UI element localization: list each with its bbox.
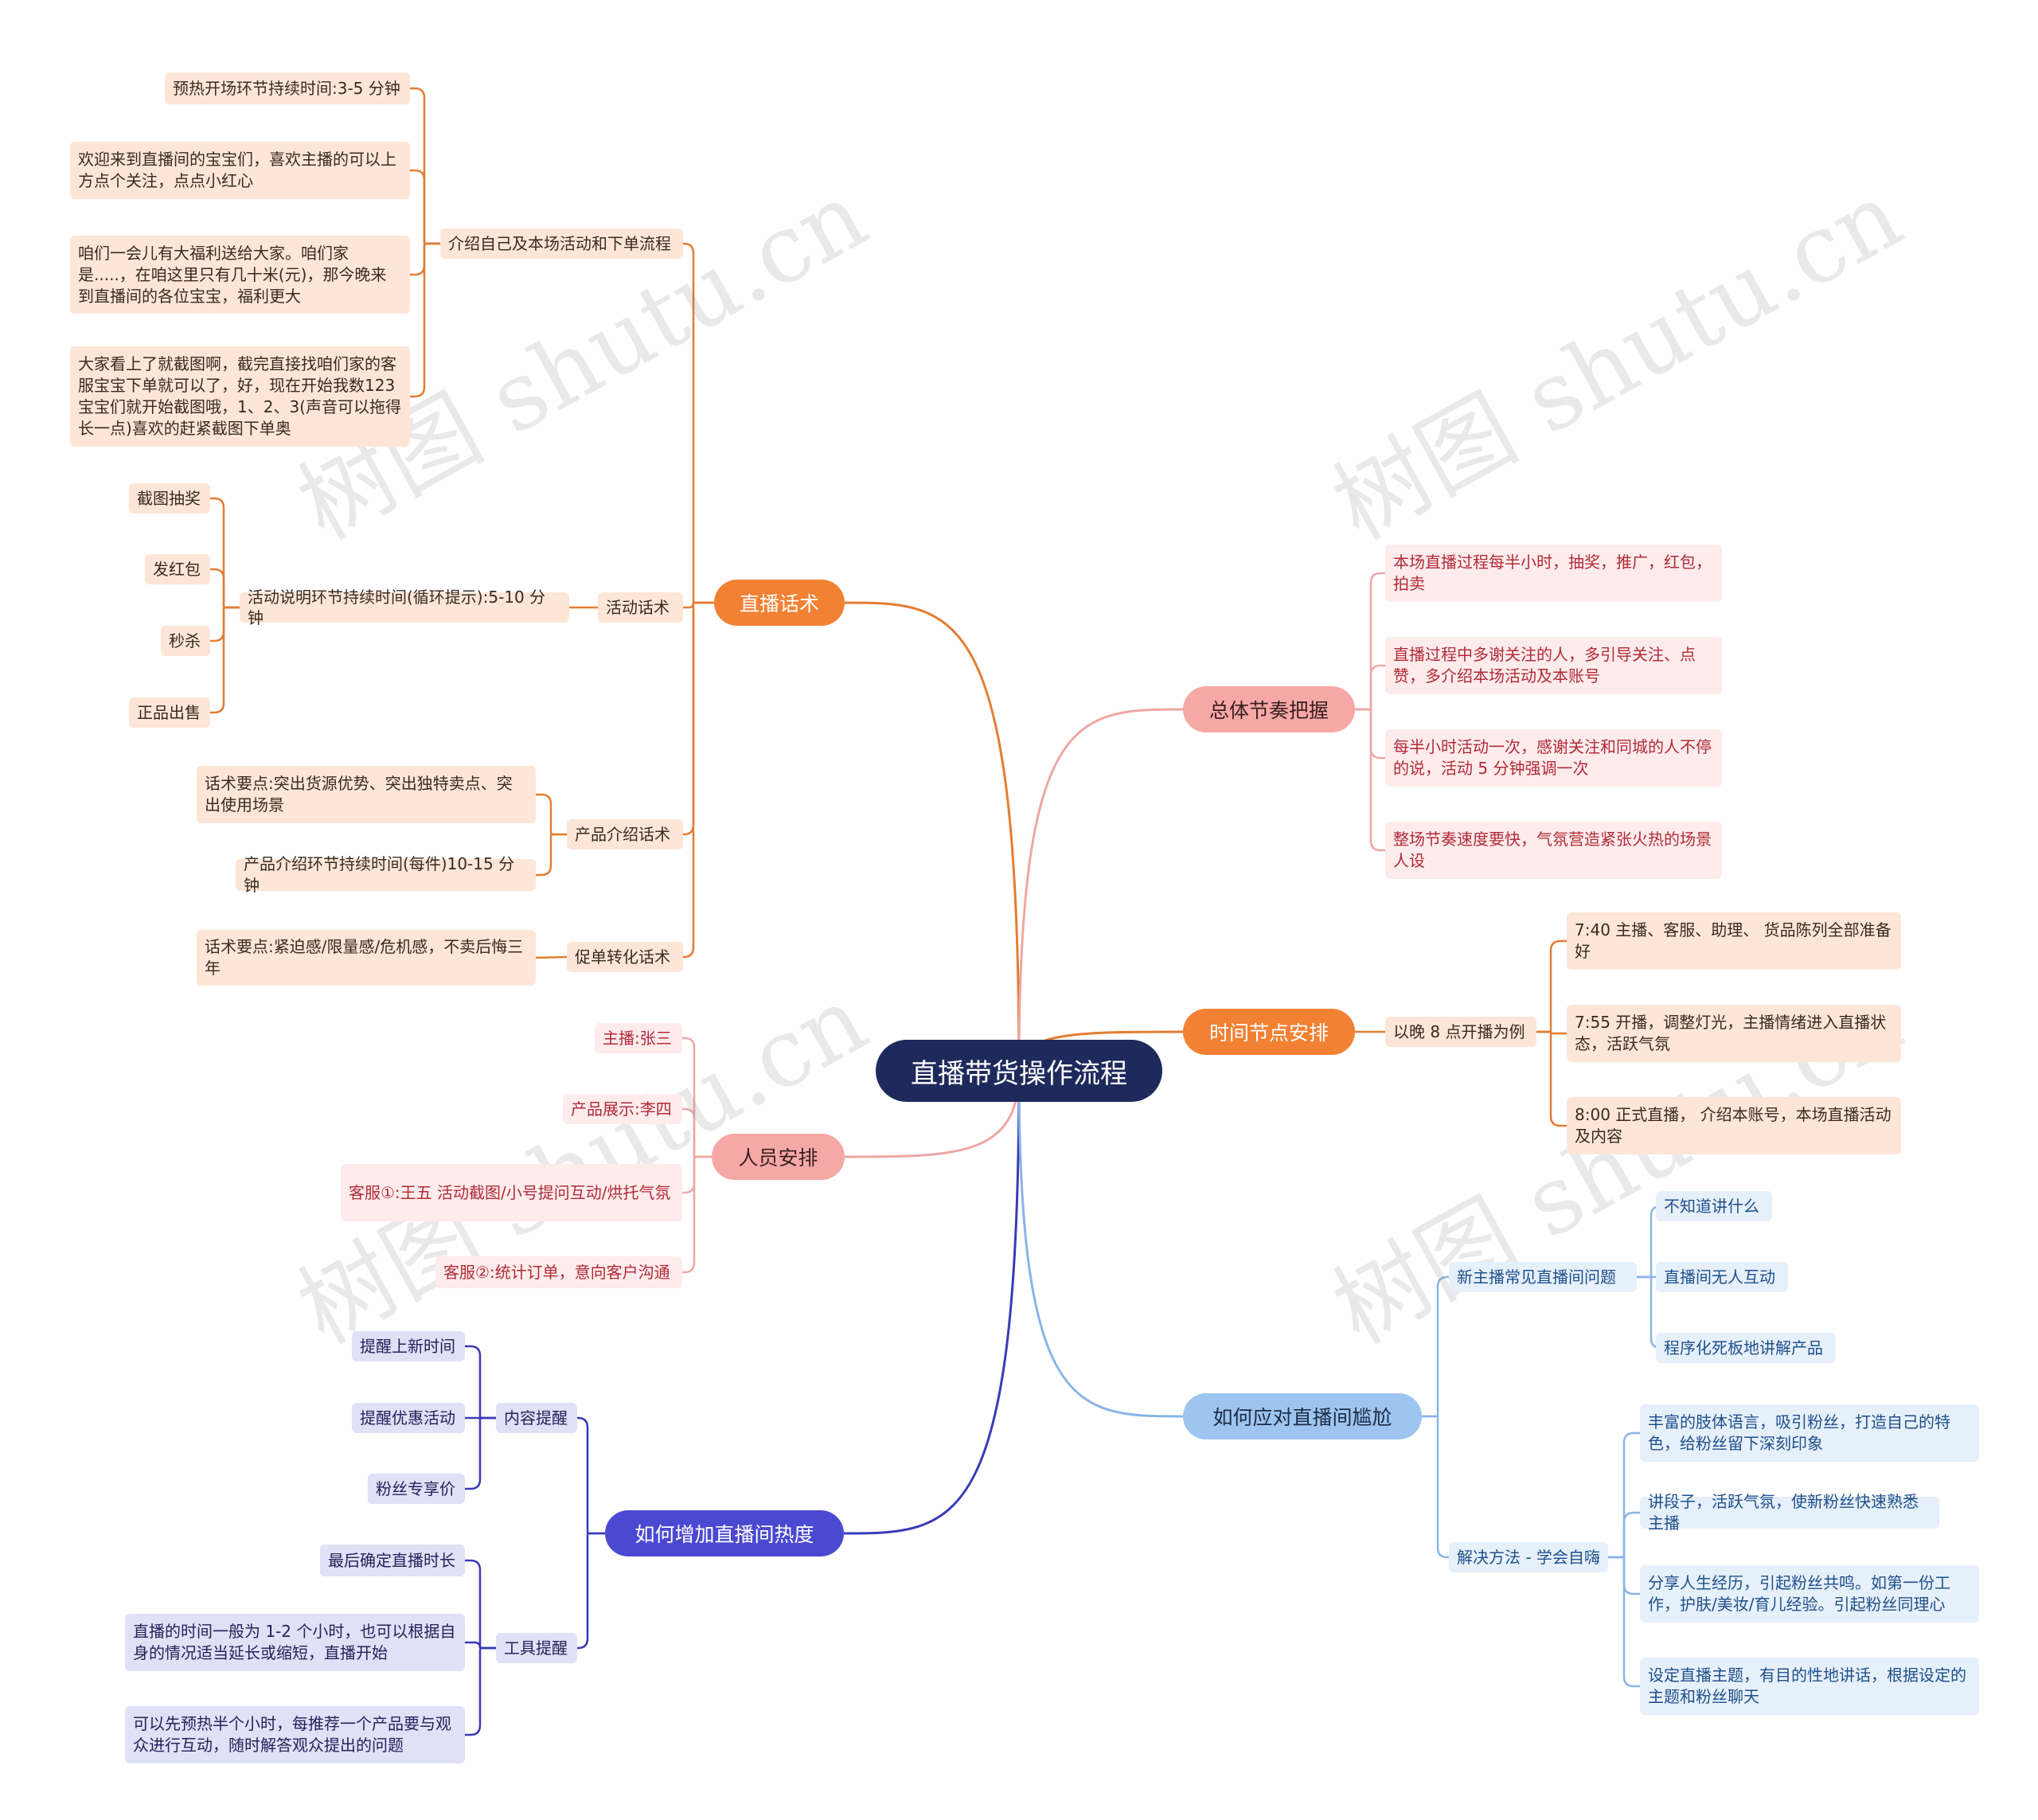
leaf-fast-pace[interactable]: 整场节奏速度要快，气氛营造紧张火热的场景人设 [1385,822,1722,879]
leaf-thank-followers[interactable]: 直播过程中多谢关注的人，多引导关注、点赞，多介绍本场活动及本账号 [1385,637,1722,694]
bracket-connector [1355,708,1385,852]
bracket-connector [1536,1030,1567,1127]
bracket-connector [682,1037,712,1158]
leaf-red-packet[interactable]: 发红包 [145,554,210,584]
branch-overall-rhythm[interactable]: 总体节奏把握 [1183,686,1355,732]
bracket-connector [1608,1511,1640,1559]
bracket-connector [465,1559,496,1650]
leaf-800-official[interactable]: 8:00 正式直播， 介绍本账号，本场直播活动及内容 [1567,1097,1901,1154]
leaf-product-key-points[interactable]: 话术要点:突出货源优势、突出独特卖点、突出使用场景 [197,766,536,823]
leaf-promotion-reminder[interactable]: 提醒优惠活动 [352,1403,465,1433]
bracket-connector [536,833,567,877]
bracket-connector [683,601,714,836]
bracket-connector [410,242,440,398]
leaf-set-theme[interactable]: 设定直播主题，有目的性地讲话，根据设定的主题和粉丝聊天 [1640,1658,1979,1715]
leaf-body-language[interactable]: 丰富的肢体语言，吸引粉丝，打造自己的特色，给粉丝留下深刻印象 [1640,1404,1979,1462]
bracket-connector [465,1416,496,1490]
leaf-customer-service-2[interactable]: 客服②:统计订单，意向客户沟通 [435,1256,682,1288]
bracket-connector [1355,572,1385,711]
bracket-connector [1355,664,1385,711]
topic-tool-reminder[interactable]: 工具提醒 [496,1633,577,1663]
bracket-connector [210,568,240,609]
leaf-welcome-script[interactable]: 欢迎来到直播间的宝宝们，喜欢主播的可以上方点个关注，点点小红心 [70,142,410,199]
bracket-connector [410,169,440,245]
topic-content-reminder[interactable]: 内容提醒 [496,1403,577,1433]
leaf-urgency-script[interactable]: 话术要点:紧迫感/限量感/危机感，不卖后悔三年 [197,930,536,986]
bracket-connector [683,242,714,604]
bracket-connector [536,793,567,836]
leaf-flash-sale[interactable]: 秒杀 [161,626,210,656]
leaf-confirm-duration[interactable]: 最后确定直播时长 [320,1545,465,1576]
topic-activity-duration[interactable]: 活动说明环节持续时间(循环提示):5-10 分钟 [240,588,569,627]
topic-self-introduction[interactable]: 介绍自己及本场活动和下单流程 [440,228,683,259]
topic-product-script[interactable]: 产品介绍话术 [567,819,683,849]
leaf-product-duration[interactable]: 产品介绍环节持续时间(每件)10-15 分钟 [236,854,536,895]
bracket-connector [682,1107,712,1158]
branch-time-schedule[interactable]: 时间节点安排 [1183,1009,1355,1055]
branch-handle-awkwardness[interactable]: 如何应对直播间尴尬 [1183,1393,1422,1439]
leaf-genuine-sale[interactable]: 正品出售 [129,697,210,728]
leaf-warmup-interaction[interactable]: 可以先预热半个小时，每推荐一个产品要与观众进行互动，随时解答观众提出的问题 [125,1706,465,1763]
root-connector [1017,708,1184,1072]
leaf-fan-exclusive-price[interactable]: 粉丝专享价 [368,1474,465,1504]
topic-solutions[interactable]: 解决方法 - 学会自嗨 [1449,1542,1608,1572]
root-connector [1017,1070,1184,1418]
bracket-connector [1608,1556,1640,1688]
leaf-product-display[interactable]: 产品展示:李四 [563,1094,682,1124]
leaf-benefit-script[interactable]: 咱们一会儿有大福利送给大家。咱们家是.....，在咱这里只有几十米(元)，那今晚… [70,236,410,314]
bracket-connector [210,497,240,609]
leaf-live-duration-advice[interactable]: 直播的时间一般为 1-2 个小时，也可以根据自身的情况适当延长或缩短，直播开始 [125,1614,465,1671]
topic-activity-script[interactable]: 活动话术 [598,592,683,623]
bracket-connector [210,606,240,642]
branch-live-script[interactable]: 直播话术 [714,580,845,626]
leaf-half-hour-activities[interactable]: 本场直播过程每半小时，抽奖，推广，红包，拍卖 [1385,545,1722,602]
leaf-rigid-explanation[interactable]: 程序化死板地讲解产品 [1656,1333,1836,1363]
bracket-connector [210,606,240,714]
leaf-740-prepare[interactable]: 7:40 主播、客服、助理、 货品陈列全部准备好 [1567,912,1901,970]
bracket-connector [682,1155,712,1274]
topic-conversion-script[interactable]: 促单转化话术 [567,942,683,972]
leaf-new-arrival-reminder[interactable]: 提醒上新时间 [352,1331,465,1361]
leaf-share-experience[interactable]: 分享人生经历，引起粉丝共鸣。如第一份工作，护肤/美妆/育儿经验。引起粉丝同理心 [1640,1565,1979,1623]
branch-increase-popularity[interactable]: 如何增加直播间热度 [605,1510,844,1556]
topic-8pm-example[interactable]: 以晚 8 点开播为例 [1385,1017,1536,1047]
bracket-connector [577,1532,605,1650]
bracket-connector [465,1646,496,1736]
topic-common-problems[interactable]: 新主播常见直播间问题 [1449,1262,1637,1292]
bracket-connector [1608,1431,1640,1559]
bracket-connector [1422,1275,1449,1418]
leaf-screenshot-lottery[interactable]: 截图抽奖 [129,483,210,514]
leaf-screenshot-order-script[interactable]: 大家看上了就截图啊，截完直接找咱们家的客服宝宝下单就可以了，好，现在开始我数12… [70,346,410,447]
leaf-activity-every-half-hour[interactable]: 每半小时活动一次，感谢关注和同城的人不停的说，活动 5 分钟强调一次 [1385,729,1722,787]
root-connector [844,601,1021,1072]
root-topic[interactable]: 直播带货操作流程 [876,1040,1162,1102]
leaf-755-start[interactable]: 7:55 开播，调整灯光，主播情绪进入直播状态，活跃气氛 [1567,1005,1901,1062]
leaf-tell-jokes[interactable]: 讲段子，活跃气氛，使新粉丝快速熟悉主播 [1640,1492,1939,1533]
leaf-host[interactable]: 主播:张三 [595,1023,682,1053]
leaf-dont-know-what-to-say[interactable]: 不知道讲什么 [1656,1191,1772,1221]
leaf-no-interaction[interactable]: 直播间无人互动 [1656,1262,1788,1292]
leaf-customer-service-1[interactable]: 客服①:王五 活动截图/小号提问互动/烘托气氛 [341,1164,682,1221]
bracket-connector [465,1345,496,1420]
bracket-connector [1422,1415,1449,1559]
bracket-connector [683,601,714,959]
branch-staff-arrangement[interactable]: 人员安排 [712,1134,845,1180]
bracket-connector [535,955,568,959]
bracket-connector [577,1416,605,1535]
bracket-connector [682,1155,712,1194]
root-connector [843,1070,1021,1535]
bracket-connector [1536,939,1567,1033]
leaf-warmup-duration[interactable]: 预热开场环节持续时间:3-5 分钟 [165,72,410,104]
